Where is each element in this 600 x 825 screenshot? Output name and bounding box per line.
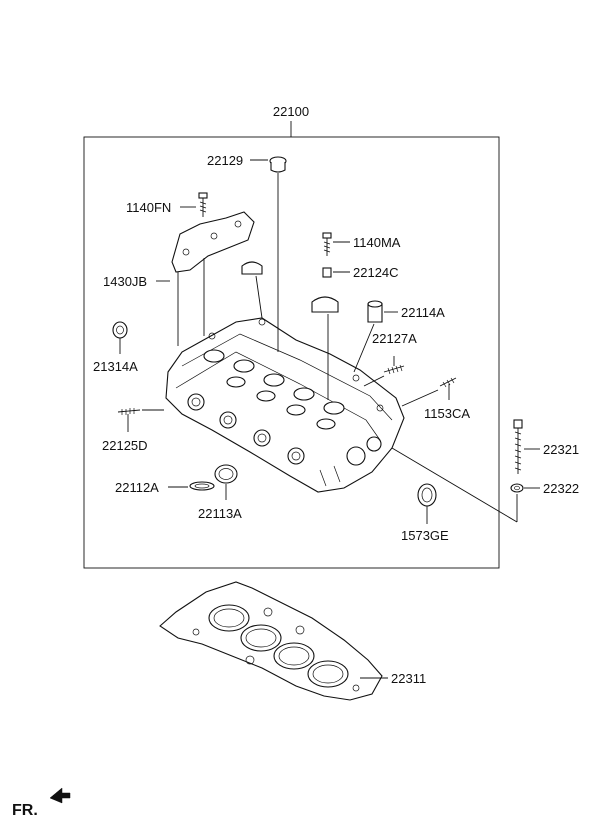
label-22124C[interactable]: 22124C [353,265,399,280]
label-22127A[interactable]: 22127A [372,331,417,346]
part-1140MA-bolt [322,232,332,256]
part-22321-head-bolt [513,419,523,474]
part-1140FN-bolt [198,192,208,217]
part-22114A-sleeve [367,300,383,323]
part-22129-cap [269,156,287,173]
part-1430JB-bracket [171,211,255,273]
bearing-cap-left [241,261,263,275]
part-21314A-plug [112,321,128,339]
label-22125D[interactable]: 22125D [102,438,148,453]
part-22322-washer [510,483,524,493]
cylinder-head [165,317,405,493]
part-22311-head-gasket [159,581,383,701]
part-22127A-stud [383,364,405,375]
label-22114A[interactable]: 22114A [401,305,445,320]
front-indicator: FR. [12,787,71,819]
front-label: FR. [12,802,38,819]
part-22124C-dowel [322,267,332,278]
label-22113A[interactable]: 22113A [198,506,242,521]
assembly-label-22100[interactable]: 22100 [273,104,309,119]
label-22311[interactable]: 22311 [391,671,426,686]
label-1573GE[interactable]: 1573GE [401,528,449,543]
label-1430JB[interactable]: 1430JB [103,274,147,289]
part-22125D-stud [117,408,141,415]
label-21314A[interactable]: 21314A [93,359,138,374]
part-22112A-seal [189,481,215,491]
label-1153CA[interactable]: 1153CA [424,406,470,421]
bearing-cap-right [311,296,339,313]
label-1140FN[interactable]: 1140FN [126,200,171,215]
label-22322[interactable]: 22322 [543,481,579,496]
part-1573GE-seal [417,483,437,507]
label-22321[interactable]: 22321 [543,442,579,457]
label-22129[interactable]: 22129 [207,153,243,168]
front-arrow-icon [49,787,71,804]
part-22113A-ring [214,464,238,484]
label-1140MA[interactable]: 1140MA [353,235,401,250]
part-1153CA-stud [439,377,457,388]
assembly-frame [83,136,500,569]
label-22112A[interactable]: 22112A [115,480,159,495]
